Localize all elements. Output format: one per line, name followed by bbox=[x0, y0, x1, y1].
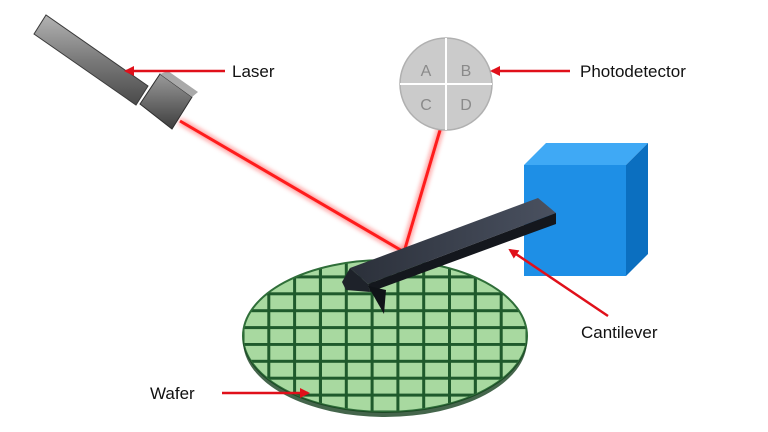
wafer-die bbox=[244, 379, 268, 394]
wafer-die bbox=[425, 362, 448, 377]
wafer-die bbox=[296, 295, 319, 310]
wafer-die bbox=[451, 295, 474, 310]
wafer-die bbox=[476, 329, 500, 343]
wafer-die bbox=[451, 362, 474, 377]
wafer-die bbox=[322, 362, 345, 377]
wafer-die bbox=[399, 396, 423, 411]
wafer-die bbox=[296, 329, 319, 343]
callout-arrows bbox=[124, 66, 609, 398]
wafer-die bbox=[399, 295, 423, 310]
wafer-die bbox=[502, 261, 526, 276]
wafer-die bbox=[502, 278, 526, 293]
wafer-die bbox=[502, 312, 526, 327]
wafer-die bbox=[270, 362, 294, 377]
wafer-die bbox=[322, 312, 345, 327]
wafer-die bbox=[296, 345, 319, 360]
wafer-die bbox=[296, 379, 319, 394]
quadrant-b-label: B bbox=[461, 63, 472, 80]
wafer-die bbox=[451, 312, 474, 327]
wafer-die bbox=[244, 278, 268, 293]
wafer-die bbox=[244, 345, 268, 360]
wafer-die bbox=[425, 295, 448, 310]
wafer-die bbox=[270, 295, 294, 310]
wafer-die bbox=[270, 396, 294, 411]
wafer-die bbox=[399, 278, 423, 293]
wafer-die bbox=[399, 312, 423, 327]
wafer-die bbox=[451, 329, 474, 343]
wafer-die bbox=[347, 329, 371, 343]
wafer-die bbox=[476, 261, 500, 276]
wafer-die bbox=[270, 312, 294, 327]
wafer-die bbox=[451, 345, 474, 360]
wafer-die bbox=[399, 345, 423, 360]
wafer-die bbox=[296, 362, 319, 377]
wafer-die bbox=[399, 329, 423, 343]
wafer-die bbox=[347, 396, 371, 411]
wafer-die bbox=[270, 261, 294, 276]
cantilever-support-block bbox=[524, 143, 648, 276]
laser-label: Laser bbox=[232, 62, 275, 81]
photodetector-label: Photodetector bbox=[580, 62, 686, 81]
wafer-die bbox=[244, 312, 268, 327]
wafer-die bbox=[373, 312, 397, 327]
wafer-die bbox=[425, 329, 448, 343]
wafer-die bbox=[347, 345, 371, 360]
wafer-die bbox=[399, 379, 423, 394]
wafer-die bbox=[373, 345, 397, 360]
wafer-die bbox=[322, 329, 345, 343]
wafer-die bbox=[502, 379, 526, 394]
wafer-die bbox=[373, 362, 397, 377]
wafer-die bbox=[347, 362, 371, 377]
wafer-die bbox=[244, 396, 268, 411]
wafer-die bbox=[322, 278, 345, 293]
wafer-die bbox=[322, 295, 345, 310]
quadrant-c-label: C bbox=[420, 97, 432, 114]
wafer-die bbox=[373, 329, 397, 343]
wafer-die bbox=[476, 345, 500, 360]
wafer-die bbox=[373, 379, 397, 394]
wafer-die bbox=[476, 396, 500, 411]
wafer-die bbox=[425, 345, 448, 360]
wafer-die bbox=[373, 396, 397, 411]
wafer-die bbox=[244, 261, 268, 276]
wafer-die bbox=[451, 379, 474, 394]
wafer-die bbox=[347, 295, 371, 310]
wafer-die bbox=[399, 362, 423, 377]
cantilever-label: Cantilever bbox=[581, 323, 658, 342]
laser-device bbox=[33, 14, 198, 130]
wafer-die bbox=[476, 312, 500, 327]
wafer-die bbox=[502, 396, 526, 411]
wafer-die bbox=[296, 278, 319, 293]
photodetector: A B C D bbox=[399, 37, 493, 131]
wafer-die bbox=[502, 329, 526, 343]
wafer-die bbox=[270, 345, 294, 360]
wafer-die bbox=[244, 329, 268, 343]
wafer-die bbox=[347, 379, 371, 394]
laser-beam bbox=[179, 109, 448, 254]
quadrant-d-label: D bbox=[460, 97, 472, 114]
wafer-die bbox=[502, 345, 526, 360]
wafer-die bbox=[425, 312, 448, 327]
wafer-die bbox=[476, 362, 500, 377]
wafer-die bbox=[322, 379, 345, 394]
wafer-die bbox=[322, 345, 345, 360]
wafer-die bbox=[425, 278, 448, 293]
wafer-die bbox=[425, 379, 448, 394]
wafer-die bbox=[451, 278, 474, 293]
wafer-label: Wafer bbox=[150, 384, 195, 403]
wafer-die bbox=[347, 312, 371, 327]
quadrant-a-label: A bbox=[421, 63, 432, 80]
wafer-die bbox=[270, 329, 294, 343]
wafer-die bbox=[476, 295, 500, 310]
cantilever bbox=[342, 198, 556, 314]
wafer-die bbox=[296, 312, 319, 327]
